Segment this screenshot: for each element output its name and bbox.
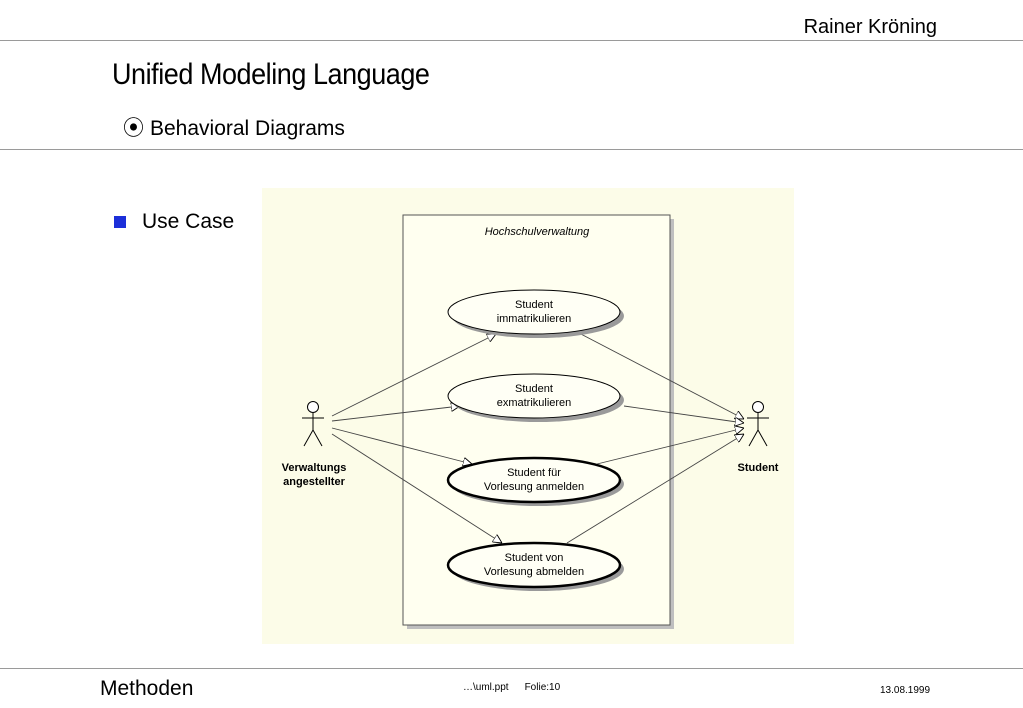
use-case-exmatrikulieren [447, 373, 621, 419]
association-admin-exmatrikulieren [331, 406, 460, 422]
actor-stick-figure-icon [747, 401, 769, 447]
association-student-exmatrikulieren [623, 405, 744, 423]
use-case-label-line: Student [515, 299, 553, 311]
use-case-label-line: Student [515, 383, 553, 395]
header-rule [0, 40, 1023, 41]
use-case-label-line: Vorlesung abmelden [484, 566, 584, 578]
system-name: Hochschulverwaltung [485, 226, 590, 238]
use-case-diagram: Hochschulverwaltung Student immatrikulie… [262, 188, 794, 644]
footer-date: 13.08.1999 [880, 685, 931, 696]
actor-stick-figure-icon [302, 401, 324, 447]
footer-file-path: …\uml.ppt [463, 682, 509, 693]
use-case-abmelden [446, 541, 622, 589]
footer-rule [0, 668, 1023, 669]
association-admin-immatrikulieren [331, 334, 496, 417]
subtitle-text: Behavioral Diagrams [150, 117, 345, 140]
use-case-immatrikulieren [447, 289, 621, 335]
actor-label-line: Verwaltungs [282, 462, 347, 474]
footer-section-name: Methoden [100, 677, 194, 700]
author-name: Rainer Kröning [803, 16, 937, 38]
association-admin-anmelden [331, 427, 472, 464]
slide-title: Unified Modeling Language [112, 58, 430, 91]
footer-file-info: …\uml.ppt Folie:10 [463, 682, 560, 693]
association-student-abmelden [566, 434, 744, 544]
actor-label-line: angestellter [283, 476, 345, 488]
association-admin-abmelden [331, 433, 502, 543]
use-case-label-line: immatrikulieren [497, 313, 572, 325]
use-case-anmelden [446, 456, 622, 504]
circled-dot-icon: ⦿ [123, 117, 144, 140]
actor-label-line: Student [738, 462, 779, 474]
use-case-label-line: Student von [505, 552, 564, 564]
title-rule [0, 149, 1023, 150]
use-case-label-line: Student für [507, 467, 561, 479]
bullet-item: Use Case [114, 210, 234, 234]
square-bullet-icon [114, 216, 126, 228]
use-case-label-line: Vorlesung anmelden [484, 481, 584, 493]
association-student-anmelden [596, 428, 744, 465]
association-student-immatrikulieren [576, 331, 744, 419]
slide-subtitle: ⦿ Behavioral Diagrams [123, 112, 345, 142]
use-case-label-line: exmatrikulieren [497, 397, 572, 409]
footer-slide-number: Folie:10 [524, 682, 561, 693]
bullet-text: Use Case [142, 210, 235, 233]
